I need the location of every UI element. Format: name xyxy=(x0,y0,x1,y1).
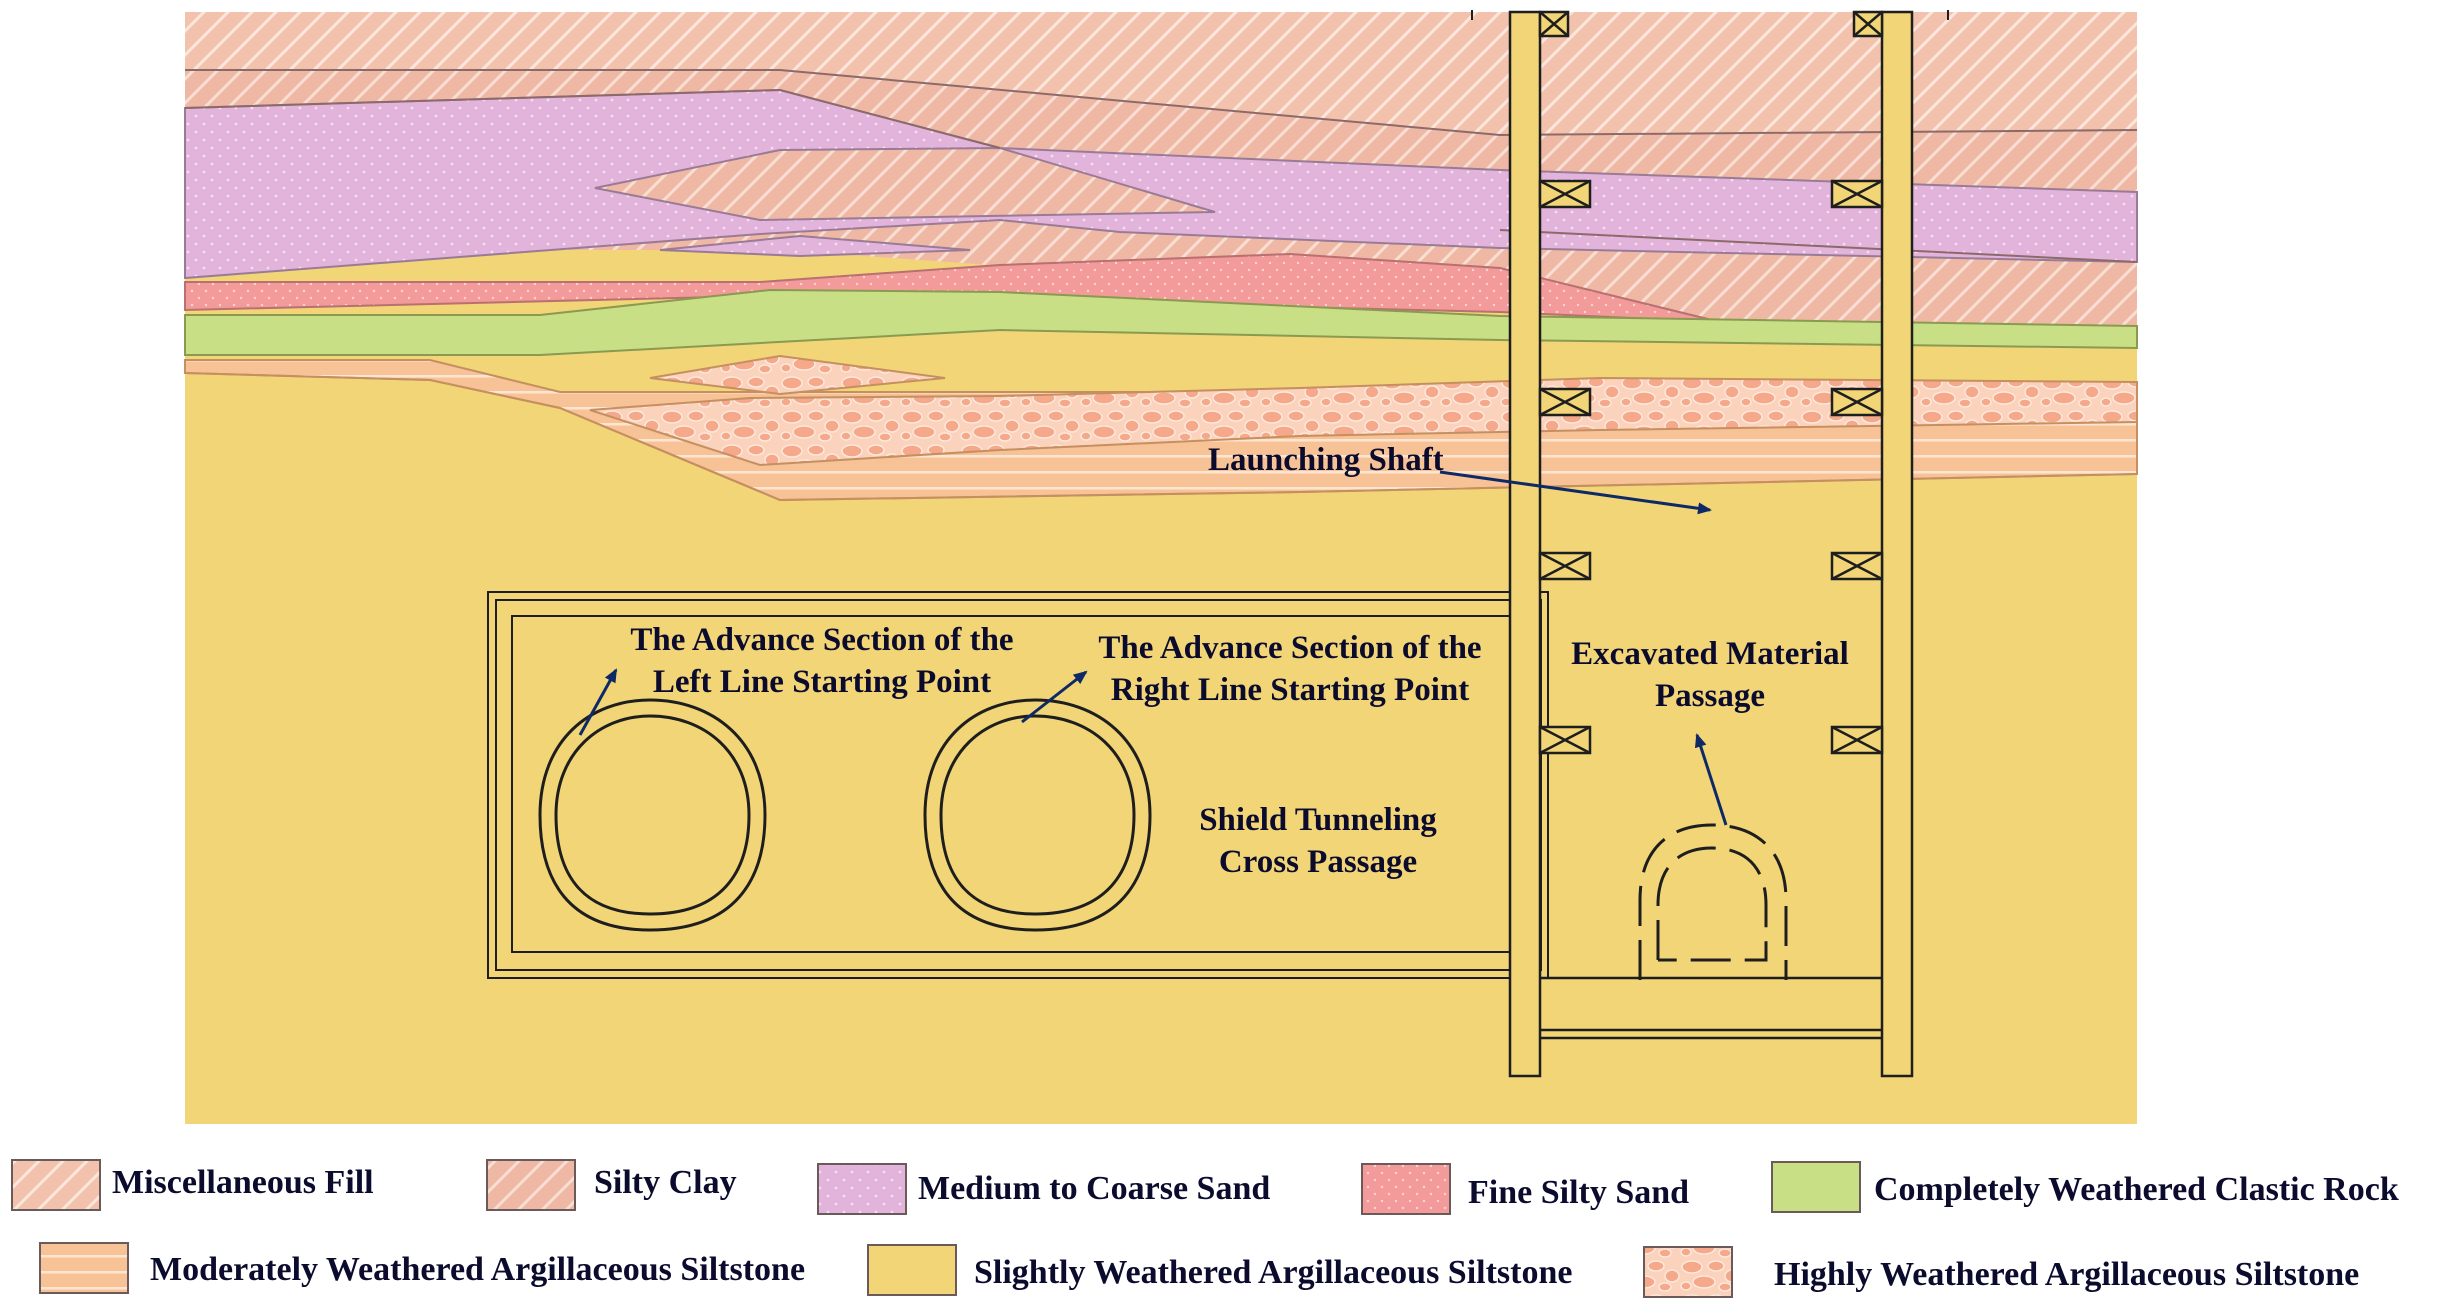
legend-swatch-silty-clay xyxy=(486,1159,576,1211)
arrow-launching-shaft xyxy=(1439,470,1712,515)
legend-item-fine-silty-sand: Fine Silty Sand xyxy=(1361,1163,1689,1215)
excavated-material-passage-outline xyxy=(1638,823,1788,980)
strut-2 xyxy=(1538,179,1884,209)
legend-label-medium-coarse-sand: Medium to Coarse Sand xyxy=(918,1170,1270,1207)
strata xyxy=(184,12,2138,1124)
arrow-right-line xyxy=(1021,670,1088,724)
arrow-excavated-passage xyxy=(1694,733,1728,826)
cross-passage-outer-wall xyxy=(487,591,1549,979)
legend-item-completely-weathered-rock: Completely Weathered Clastic Rock xyxy=(1771,1161,2399,1213)
shaft-left-wall xyxy=(1508,10,1542,1078)
right-tunnel-ring-inner xyxy=(939,714,1136,916)
legend-item-highly-weathered-siltstone: Highly Weathered Argillaceous Siltstone xyxy=(1643,1246,2359,1298)
launching-shaft xyxy=(1471,10,1949,1078)
label-right-line-1: The Advance Section of the xyxy=(1098,630,1481,666)
legend-label-moderately-weathered-siltstone: Moderately Weathered Argillaceous Siltst… xyxy=(150,1251,805,1288)
legend-swatch-medium-coarse-sand xyxy=(817,1163,907,1215)
right-tunnel-ring-outer xyxy=(923,698,1152,932)
layer-highly-weathered-siltstone xyxy=(589,376,2138,467)
legend-label-highly-weathered-siltstone: Highly Weathered Argillaceous Siltstone xyxy=(1774,1256,2359,1293)
left-tunnel-ring-outer xyxy=(538,698,767,932)
legend-swatch-fine-silty-sand xyxy=(1361,1163,1451,1215)
legend-swatch-slightly-weathered-siltstone xyxy=(867,1244,957,1296)
legend-item-moderately-weathered-siltstone: Moderately Weathered Argillaceous Siltst… xyxy=(39,1242,805,1294)
left-tunnel-ring-inner xyxy=(554,714,751,916)
legend-swatch-miscellaneous-fill xyxy=(11,1159,101,1211)
legend-item-silty-clay: Silty Clay xyxy=(486,1159,737,1211)
shaft-right-wall xyxy=(1880,10,1914,1078)
strut-5 xyxy=(1538,725,1884,755)
label-excavated-1: Excavated Material xyxy=(1571,636,1849,672)
legend-label-silty-clay: Silty Clay xyxy=(594,1164,737,1201)
label-left-line-1: The Advance Section of the xyxy=(630,622,1013,658)
label-right-line-2: Right Line Starting Point xyxy=(1111,672,1469,708)
legend-item-slightly-weathered-siltstone: Slightly Weathered Argillaceous Siltston… xyxy=(867,1244,1573,1296)
layer-highly-weathered-lens xyxy=(649,354,946,396)
legend-label-slightly-weathered-siltstone: Slightly Weathered Argillaceous Siltston… xyxy=(974,1254,1573,1291)
layer-silty-clay-lens xyxy=(594,146,1216,222)
legend-label-miscellaneous-fill: Miscellaneous Fill xyxy=(112,1164,374,1201)
legend-swatch-highly-weathered-siltstone xyxy=(1643,1246,1733,1298)
strut-4 xyxy=(1538,551,1884,581)
legend-swatch-completely-weathered-rock xyxy=(1771,1161,1861,1213)
legend-swatch-moderately-weathered-siltstone xyxy=(39,1242,129,1294)
label-launching-shaft: Launching Shaft xyxy=(1208,442,1444,478)
label-cross-passage-2: Cross Passage xyxy=(1219,844,1417,880)
legend-label-completely-weathered-rock: Completely Weathered Clastic Rock xyxy=(1874,1171,2399,1208)
strut-3 xyxy=(1538,387,1884,417)
annotation-labels: Launching Shaft The Advance Section of t… xyxy=(630,442,1848,880)
legend-item-miscellaneous-fill: Miscellaneous Fill xyxy=(11,1159,374,1211)
legend-item-medium-coarse-sand: Medium to Coarse Sand xyxy=(817,1163,1270,1215)
legend: Miscellaneous Fill Silty Clay Medium to … xyxy=(11,1159,2399,1298)
label-excavated-2: Passage xyxy=(1655,678,1765,714)
layer-completely-weathered-rock xyxy=(184,288,2138,356)
annotation-arrows xyxy=(578,470,1728,826)
label-left-line-2: Left Line Starting Point xyxy=(653,664,991,700)
shaft-struts xyxy=(1538,10,1884,755)
strut-1 xyxy=(1538,10,1884,38)
layer-sand-lens xyxy=(659,234,971,258)
legend-label-fine-silty-sand: Fine Silty Sand xyxy=(1468,1174,1689,1211)
label-cross-passage-1: Shield Tunneling xyxy=(1199,802,1437,838)
arrow-left-line xyxy=(578,668,618,736)
